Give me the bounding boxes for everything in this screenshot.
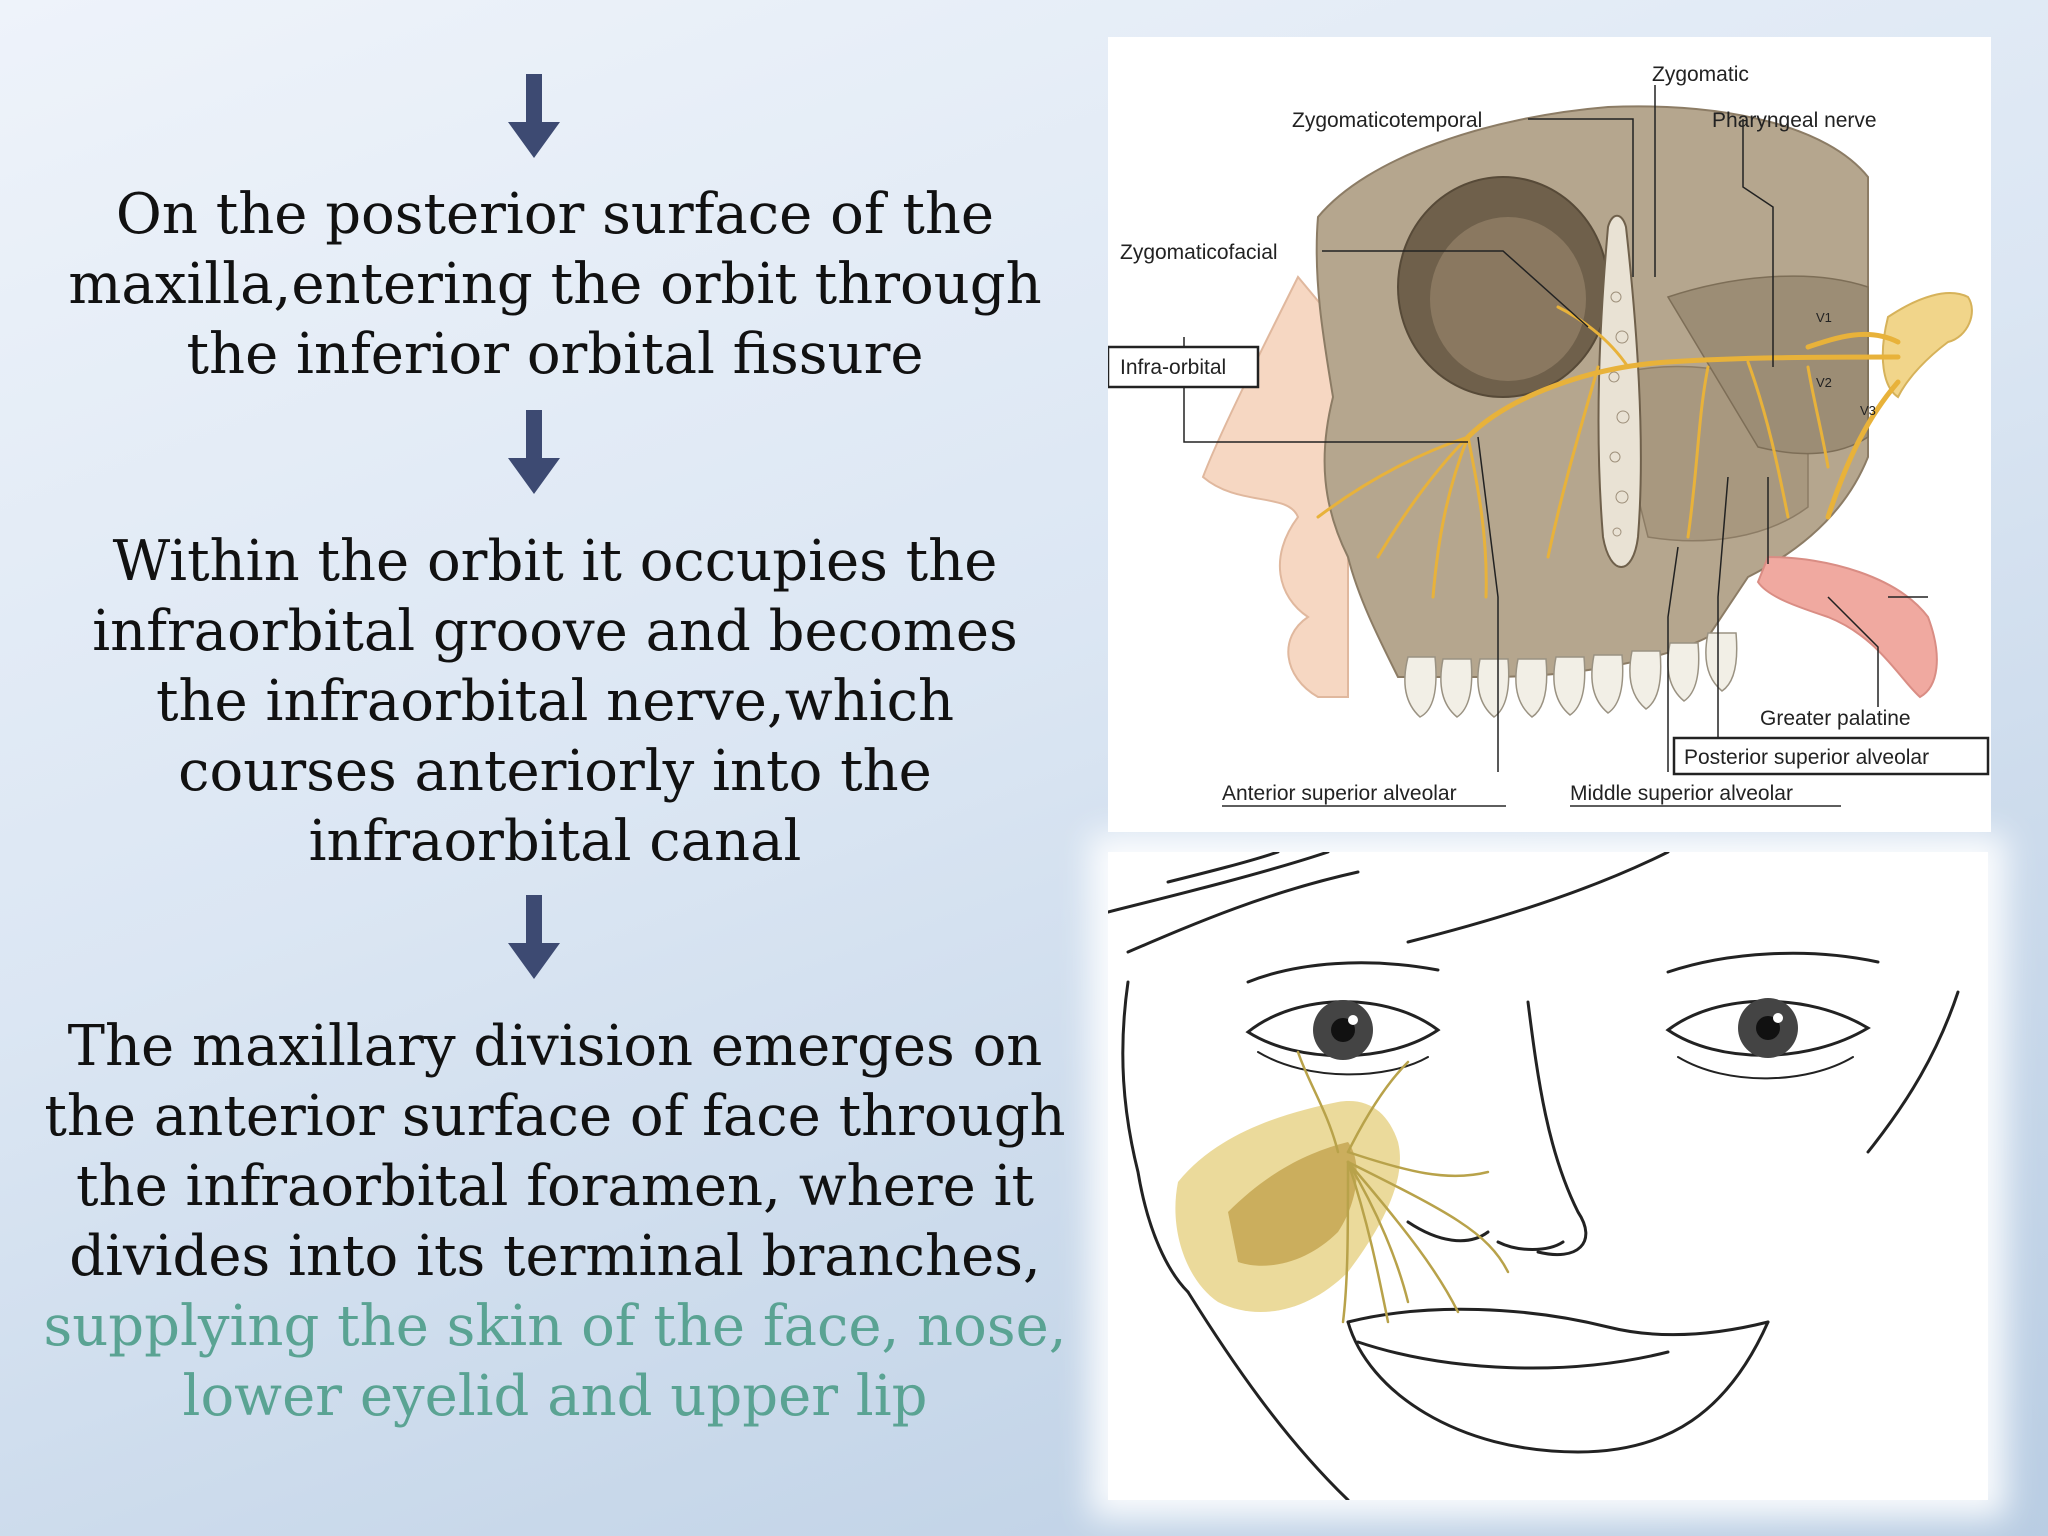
text-line: the inferior orbital fissure	[186, 322, 924, 387]
text-line: the infraorbital nerve,which	[155, 669, 955, 734]
text-line: courses anteriorly into the	[178, 739, 932, 804]
accent-text-line: lower eyelid and upper lip	[182, 1364, 928, 1429]
label-pharyngeal-nerve: Pharyngeal nerve	[1712, 109, 1877, 132]
label-zygomaticofacial: Zygomaticofacial	[1120, 241, 1278, 264]
face-nerve-distribution-sketch	[1106, 850, 1988, 1502]
label-zygomaticotemporal: Zygomaticotemporal	[1292, 109, 1482, 132]
label-middle-superior-alveolar: Middle superior alveolar	[1570, 782, 1793, 805]
face-illustration	[1106, 850, 1960, 1502]
label-greater-palatine: Greater palatine	[1760, 707, 1911, 730]
step-2-text: Within the orbit it occupies the infraor…	[30, 527, 1080, 877]
text-line: The maxillary division emerges on	[67, 1014, 1043, 1079]
maxillary-nerve-skull-diagram: Zygomatic Zygomaticotemporal Pharyngeal …	[1106, 37, 1991, 832]
step-1-text: On the posterior surface of the maxilla,…	[30, 180, 1080, 390]
label-anterior-superior-alveolar: Anterior superior alveolar	[1222, 782, 1457, 805]
label-box	[1672, 736, 1990, 776]
text-line: divides into its terminal branches,	[69, 1224, 1041, 1289]
label-zygomatic: Zygomatic	[1652, 63, 1749, 86]
label-v2: V2	[1816, 375, 1832, 390]
text-line: maxilla,entering the orbit through	[68, 252, 1042, 317]
text-line: On the posterior surface of the	[115, 182, 995, 247]
label-box	[1106, 345, 1260, 389]
step-3-text: The maxillary division emerges on the an…	[30, 1012, 1080, 1432]
skull-illustration: Zygomatic Zygomaticotemporal Pharyngeal …	[1106, 63, 1990, 807]
accent-text-line: supplying the skin of the face, nose,	[43, 1294, 1067, 1359]
label-v1: V1	[1816, 310, 1832, 325]
text-line: infraorbital groove and becomes	[92, 599, 1018, 664]
text-line: the anterior surface of face through	[44, 1084, 1066, 1149]
text-line: infraorbital canal	[308, 809, 802, 874]
text-line: the infraorbital foramen, where it	[76, 1154, 1034, 1219]
label-v3: V3	[1860, 403, 1876, 418]
down-arrow-icon	[508, 895, 560, 979]
down-arrow-icon	[508, 74, 560, 158]
label-posterior-superior-alveolar: Posterior superior alveolar	[1684, 746, 1929, 769]
text-line: Within the orbit it occupies the	[112, 529, 998, 594]
down-arrow-icon	[508, 410, 560, 494]
label-infra-orbital: Infra-orbital	[1120, 356, 1226, 379]
